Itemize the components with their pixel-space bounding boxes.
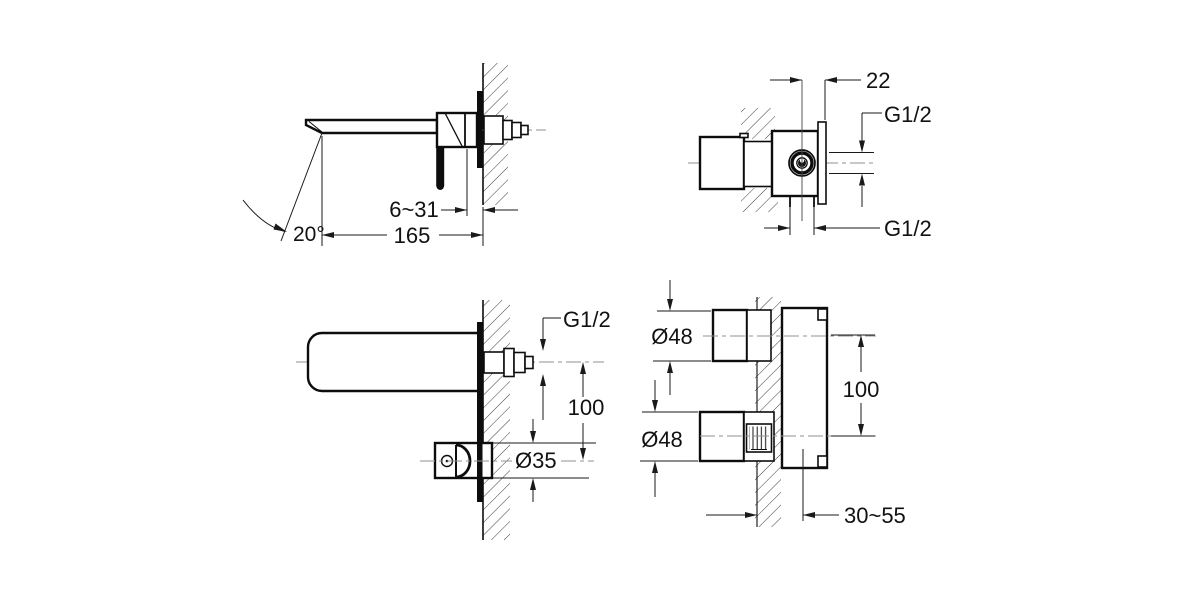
- dim-label-center-spacing: 100: [843, 377, 880, 402]
- view-valve-front: Ø48 Ø48 100 30~55: [640, 280, 906, 528]
- view-spout-side: 6~31 165 20°: [242, 63, 546, 248]
- dim-label-outlet-thread: G1/2: [884, 102, 932, 127]
- dim-spout-diameter: Ø48: [651, 280, 711, 395]
- wall-connector-stub: [483, 347, 534, 378]
- body-clip-bottom: [817, 455, 828, 468]
- mixer-body: [435, 111, 479, 149]
- dim-center-spacing: 100: [831, 334, 880, 437]
- dim-label-reach: 165: [394, 223, 431, 248]
- dim-outlet-thread: G1/2: [829, 102, 932, 207]
- mounting-plate: [817, 121, 827, 205]
- dim-inlet-thread: G1/2: [764, 207, 932, 241]
- dim-outlet-thread: G1/2: [540, 307, 611, 420]
- dim-spout-reach: 165: [321, 136, 483, 248]
- dim-label-center-to-wall: 22: [866, 68, 890, 93]
- spout-tip-edge: [308, 121, 323, 133]
- dim-label-trim-diameter: Ø35: [515, 448, 557, 473]
- handle-cartridge-spline: [749, 426, 769, 450]
- view-spout-front: G1/2 100 Ø35: [296, 300, 611, 540]
- dim-depth-range: 30~55: [706, 449, 906, 528]
- valve-body: [780, 306, 829, 470]
- escutcheon-plate: [477, 91, 483, 168]
- dim-wall-thickness-range: 6~31: [389, 149, 518, 246]
- mixer-body-bevel: [444, 112, 463, 147]
- dim-center-spacing: 100: [568, 362, 605, 460]
- dim-label-outlet-thread: G1/2: [563, 307, 611, 332]
- dim-label-angle: 20°: [293, 223, 325, 246]
- dim-center-to-wall: 22: [770, 68, 890, 120]
- dim-label-depth-range: 30~55: [844, 503, 906, 528]
- dim-label-handle-diameter: Ø48: [641, 427, 683, 452]
- body-clip-top: [817, 308, 828, 321]
- view-valve-side: 22 G1/2 G1/2: [688, 68, 932, 241]
- dim-label-spout-diameter: Ø48: [651, 324, 693, 349]
- dim-label-wall-range: 6~31: [389, 197, 439, 222]
- spout-outline: [306, 331, 478, 393]
- wall-connector-stub: [483, 115, 529, 145]
- socket-lip: [739, 132, 749, 139]
- wall-hatch: [483, 300, 510, 540]
- handle-lever: [436, 147, 445, 190]
- spout-socket-cylinder: [698, 135, 746, 191]
- spout-outline: [304, 118, 439, 135]
- escutcheon-plate: [477, 322, 483, 502]
- dim-label-inlet-thread: G1/2: [884, 216, 932, 241]
- socket-thread: [743, 140, 773, 188]
- dim-trim-diameter: Ø35: [493, 419, 596, 502]
- dim-handle-angle: 20°: [242, 132, 325, 246]
- dim-label-center-spacing: 100: [568, 395, 605, 420]
- dim-handle-diameter: Ø48: [640, 380, 698, 497]
